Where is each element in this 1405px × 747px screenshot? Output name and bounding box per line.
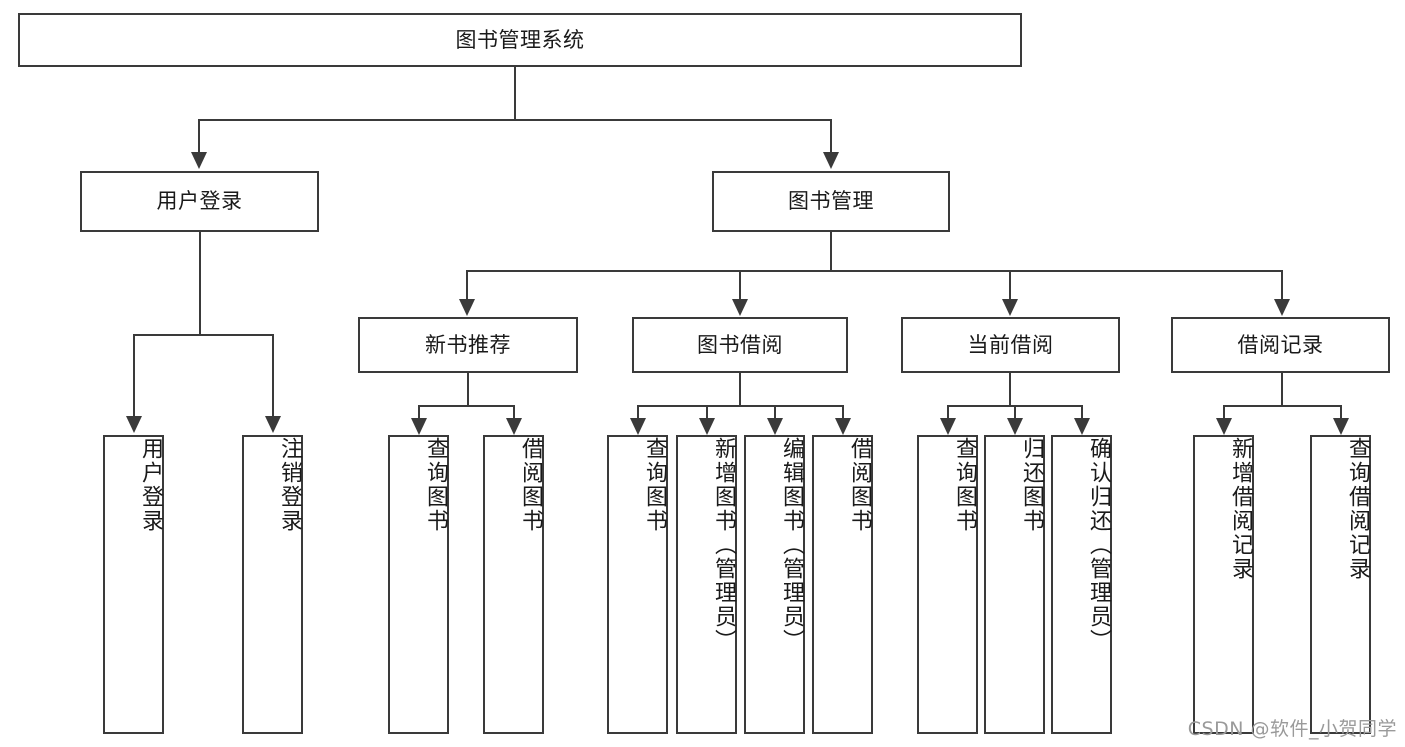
connector-root-to-book-manage xyxy=(830,119,832,155)
leaf-query-book-2[interactable]: 查询图书 xyxy=(607,435,668,734)
connector-book-borrow-drop-3 xyxy=(774,405,776,420)
arrow-current-borrow-leaf-3 xyxy=(1074,418,1090,435)
connector-book-borrow-stem xyxy=(739,373,741,406)
arrow-borrow-record-leaf-2 xyxy=(1333,418,1349,435)
connector-borrow-record-drop-1 xyxy=(1223,405,1225,420)
leaf-user-login[interactable]: 用户登录 xyxy=(103,435,164,734)
connector-new-book-drop-2 xyxy=(513,405,515,420)
connector-root-stem xyxy=(514,67,516,120)
arrow-borrow-record-leaf-1 xyxy=(1216,418,1232,435)
leaf-add-record[interactable]: 新增借阅记录 xyxy=(1193,435,1254,734)
leaf-add-book-label: 新增图书（管理员） xyxy=(711,437,736,653)
arrow-book-borrow-leaf-3 xyxy=(767,418,783,435)
connector-book-manage-drop-2 xyxy=(739,270,741,301)
leaf-borrow-book-1-label: 借阅图书 xyxy=(518,437,543,533)
connector-current-borrow-drop-3 xyxy=(1081,405,1083,420)
arrow-root-to-user-login xyxy=(191,152,207,169)
connector-borrow-record-stem xyxy=(1281,373,1283,406)
arrow-book-borrow-leaf-4 xyxy=(835,418,851,435)
connector-borrow-record-drop-2 xyxy=(1340,405,1342,420)
connector-current-borrow-drop-1 xyxy=(947,405,949,420)
node-new-book-recommend[interactable]: 新书推荐 xyxy=(358,317,578,373)
node-borrow-record-label: 借阅记录 xyxy=(1237,332,1324,357)
connector-user-login-stem xyxy=(199,232,201,335)
connector-book-borrow-drop-1 xyxy=(637,405,639,420)
connector-root-to-user-login xyxy=(198,119,200,155)
leaf-query-book-3[interactable]: 查询图书 xyxy=(917,435,978,734)
arrow-current-borrow-leaf-1 xyxy=(940,418,956,435)
connector-book-manage-drop-4 xyxy=(1281,270,1283,301)
connector-user-login-drop-2 xyxy=(272,334,274,418)
connector-book-borrow-drop-2 xyxy=(706,405,708,420)
node-book-borrow-label: 图书借阅 xyxy=(697,332,783,357)
leaf-return-book[interactable]: 归还图书 xyxy=(984,435,1045,734)
arrow-root-to-book-manage xyxy=(823,152,839,169)
leaf-borrow-book-2[interactable]: 借阅图书 xyxy=(812,435,873,734)
node-user-login[interactable]: 用户登录 xyxy=(80,171,319,232)
node-book-manage-label: 图书管理 xyxy=(788,189,874,214)
leaf-query-book-3-label: 查询图书 xyxy=(952,437,977,533)
arrow-current-borrow-leaf-2 xyxy=(1007,418,1023,435)
connector-book-borrow-drop-4 xyxy=(842,405,844,420)
connector-book-manage-stem xyxy=(830,232,832,271)
connector-book-manage-drop-1 xyxy=(466,270,468,301)
connector-user-login-drop-1 xyxy=(133,334,135,418)
node-book-manage[interactable]: 图书管理 xyxy=(712,171,950,232)
leaf-borrow-book-2-label: 借阅图书 xyxy=(847,437,872,533)
node-current-borrow[interactable]: 当前借阅 xyxy=(901,317,1120,373)
node-borrow-record[interactable]: 借阅记录 xyxy=(1171,317,1390,373)
arrow-user-login-leaf-1 xyxy=(126,416,142,433)
leaf-borrow-book-1[interactable]: 借阅图书 xyxy=(483,435,544,734)
leaf-query-book-1[interactable]: 查询图书 xyxy=(388,435,449,734)
node-new-book-recommend-label: 新书推荐 xyxy=(425,332,511,357)
leaf-edit-book-label: 编辑图书（管理员） xyxy=(779,437,804,653)
connector-new-book-drop-1 xyxy=(418,405,420,420)
connector-current-borrow-drop-2 xyxy=(1014,405,1016,420)
leaf-query-book-2-label: 查询图书 xyxy=(642,437,667,533)
leaf-logout-login-label: 注销登录 xyxy=(277,437,302,533)
leaf-query-record-label: 查询借阅记录 xyxy=(1345,437,1370,581)
connector-book-manage-drop-3 xyxy=(1009,270,1011,301)
node-book-borrow[interactable]: 图书借阅 xyxy=(632,317,848,373)
leaf-return-book-label: 归还图书 xyxy=(1019,437,1044,533)
connector-new-book-bar xyxy=(418,405,514,407)
leaf-confirm-return[interactable]: 确认归还（管理员） xyxy=(1051,435,1112,734)
arrow-new-book-leaf-1 xyxy=(411,418,427,435)
arrow-book-manage-child-2 xyxy=(732,299,748,316)
connector-new-book-stem xyxy=(467,373,469,406)
leaf-query-record[interactable]: 查询借阅记录 xyxy=(1310,435,1371,734)
arrow-user-login-leaf-2 xyxy=(265,416,281,433)
connector-borrow-record-bar xyxy=(1223,405,1341,407)
connector-current-borrow-stem xyxy=(1009,373,1011,406)
node-current-borrow-label: 当前借阅 xyxy=(967,332,1054,357)
arrow-new-book-leaf-2 xyxy=(506,418,522,435)
connector-root-bar xyxy=(198,119,832,121)
connector-book-borrow-bar xyxy=(637,405,843,407)
arrow-book-borrow-leaf-2 xyxy=(699,418,715,435)
leaf-add-record-label: 新增借阅记录 xyxy=(1228,437,1253,581)
leaf-query-book-1-label: 查询图书 xyxy=(423,437,448,533)
connector-book-manage-bar xyxy=(466,270,1283,272)
leaf-confirm-return-label: 确认归还（管理员） xyxy=(1086,437,1111,653)
node-root-system-label: 图书管理系统 xyxy=(455,27,585,52)
leaf-add-book[interactable]: 新增图书（管理员） xyxy=(676,435,737,734)
leaf-user-login-label: 用户登录 xyxy=(138,437,163,533)
leaf-edit-book[interactable]: 编辑图书（管理员） xyxy=(744,435,805,734)
leaf-logout-login[interactable]: 注销登录 xyxy=(242,435,303,734)
connector-user-login-bar xyxy=(133,334,273,336)
node-root-system[interactable]: 图书管理系统 xyxy=(18,13,1022,67)
arrow-book-borrow-leaf-1 xyxy=(630,418,646,435)
arrow-book-manage-child-3 xyxy=(1002,299,1018,316)
arrow-book-manage-child-4 xyxy=(1274,299,1290,316)
node-user-login-label: 用户登录 xyxy=(156,189,243,214)
arrow-book-manage-child-1 xyxy=(459,299,475,316)
